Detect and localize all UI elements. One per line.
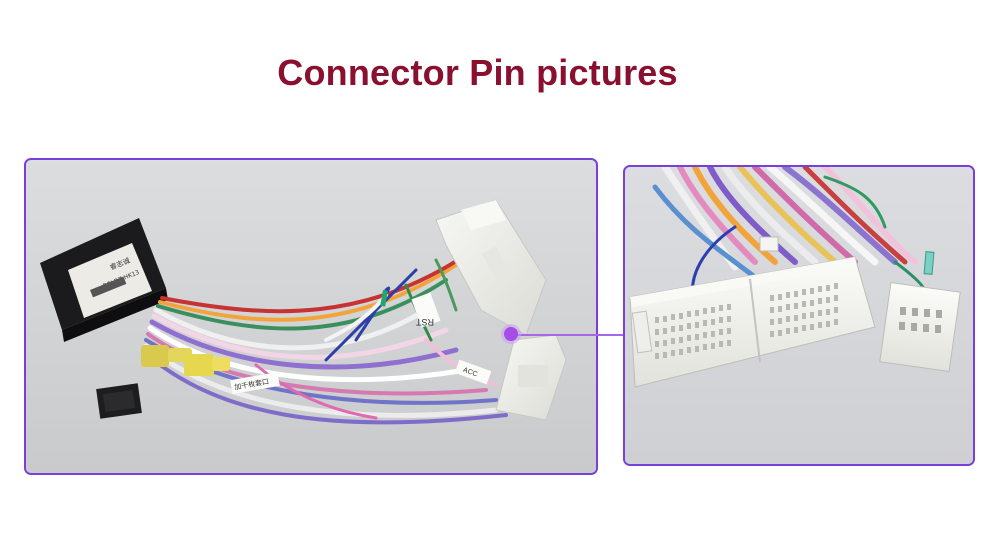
paper-tag-right: ACC — [454, 359, 492, 385]
harness-photo: 睿志诚 P/N RZ-HK13 — [24, 158, 598, 475]
paper-tag-left: 加千枚套口 — [230, 371, 280, 395]
control-box: 睿志诚 P/N RZ-HK13 — [40, 218, 168, 342]
secondary-white-connector — [495, 334, 567, 421]
rst-tag: RST — [411, 292, 441, 328]
rst-label: RST — [415, 317, 434, 327]
main-white-connector — [435, 199, 547, 336]
rca-plugs — [141, 345, 230, 376]
connector-closeup-photo — [623, 165, 975, 466]
page-title: Connector Pin pictures — [277, 52, 678, 93]
wire-bundle — [142, 253, 508, 425]
multi-pin-connector — [629, 256, 876, 388]
callout-dot — [504, 327, 518, 341]
black-connector — [96, 383, 142, 419]
callout-line — [511, 334, 625, 336]
small-plug — [759, 236, 779, 252]
closeup-wires — [652, 167, 927, 309]
small-pin-connector — [879, 251, 961, 373]
paper-tag-right-label: ACC — [462, 367, 478, 379]
